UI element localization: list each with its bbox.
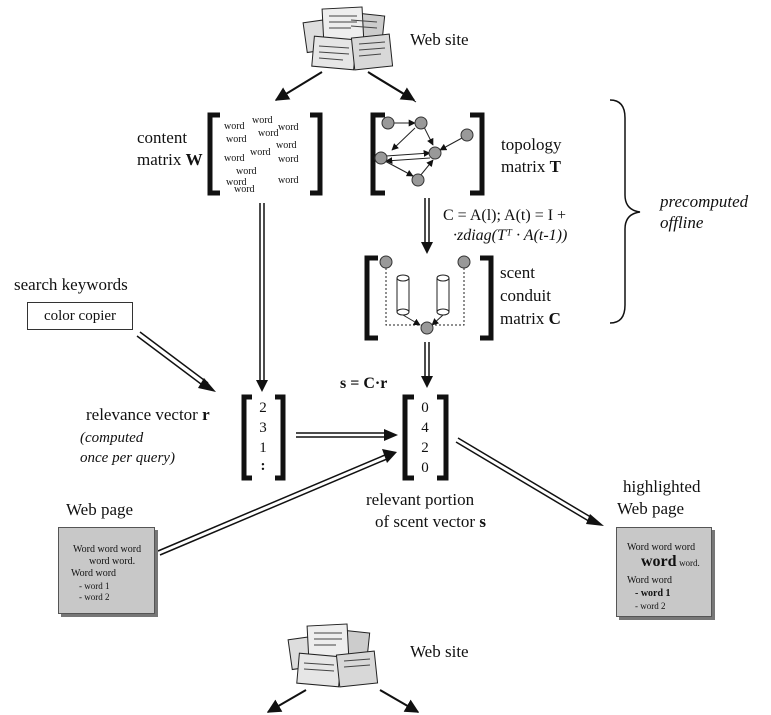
precomputed-brace [609,99,641,324]
highlighted-page-thumbnail: Word word word word word. Word word - wo… [616,527,712,617]
content-matrix-label-2: matrix W [137,150,203,169]
arrow-bottom-left [266,689,307,713]
web-page-title: Web page [66,500,134,519]
topology-label-1: topology [501,135,562,154]
content-matrix-label-1: content [137,128,188,147]
content-word: word [278,122,299,133]
scent-matrix-label-2: conduit [500,286,551,305]
scent-value: 0 [421,460,429,476]
web-page-thumbnail: Word word word word word. Word word - wo… [58,527,155,614]
scent-vector-label-2: of scent vector s [375,512,486,531]
topology-matrix-brackets [370,112,485,196]
website-bottom-icon [287,623,379,688]
highlighted-bullet: - word 2 [635,601,666,611]
content-matrix-symbol: W [185,150,203,169]
scent-value: 4 [421,420,429,436]
scent-vector-brackets [402,394,449,481]
top-site-label: Web site [410,30,469,49]
precomputed-label-1: precomputed [660,192,749,211]
content-word: word [226,134,247,145]
relevance-symbol: r [202,405,210,424]
relevance-value: 1 [259,440,267,456]
topology-label-2: matrix T [501,157,561,176]
scent-conduit-graphic [379,255,471,335]
web-page-line: - word 2 [79,592,110,602]
topology-graph [374,116,474,187]
highlighted-title-2: Web page [617,499,685,518]
arrow-bottom-right [379,689,420,713]
content-word: word [278,175,299,186]
relevance-value: 2 [259,400,267,416]
content-word: word [250,147,271,158]
search-query-box: color copier [27,302,133,330]
web-page-line: Word word [71,568,117,579]
web-page-line: Word word word [73,544,142,555]
scent-matrix-symbol: C [548,309,561,328]
content-matrix-brackets [207,112,323,196]
content-word: word [278,154,299,165]
bottom-site-label: Web site [410,642,469,661]
content-word: word [224,121,245,132]
relevance-note-1: (computed [80,430,144,446]
relevance-label: relevance vector r [86,405,210,424]
scent-vector-label-1: relevant portion [366,490,475,509]
arrow-webpage-to-s [157,449,397,556]
highlighted-title-1: highlighted [623,477,701,496]
scent-value: 2 [421,440,429,456]
highlighted-bullet: - word 1 [635,588,671,599]
arrow-scent-to-s [421,342,433,388]
highlighted-line: Word word word [627,542,696,553]
arrow-topology-to-scent [421,198,433,254]
formula-line-2: ·zdiag(Tᵀ · A(t-1)) [453,227,568,244]
arrow-content-to-r [256,203,268,392]
content-word: word [236,166,257,177]
content-word: word [258,128,279,139]
relevance-value: 3 [259,420,267,436]
highlighted-line: word word. [641,553,700,570]
arrow-s-to-highlighted [455,437,604,526]
scent-matrix-brackets [364,255,494,341]
web-page-line: - word 1 [79,581,110,591]
relevance-value: : [260,458,266,474]
arrow-r-to-s [296,429,398,441]
scent-vector-symbol: s [479,512,486,531]
precomputed-label-2: offline [660,213,704,232]
scent-value: 0 [421,400,429,416]
highlighted-big-tail: word. [679,558,700,568]
web-page-line: word word. [89,556,136,567]
highlighted-line: Word word [627,575,673,586]
arrow-site-to-topology [367,71,416,101]
website-top-icon [302,6,394,71]
highlighted-big-word: word [641,553,677,570]
content-word: word [234,184,255,195]
topology-symbol: T [549,157,561,176]
search-keywords-label: search keywords [14,275,128,294]
content-word: word [276,140,297,151]
relevance-note-2: once per query) [80,450,175,466]
arrow-site-to-content [274,71,323,101]
scent-equation: s = C·r [340,375,388,392]
content-word: word [224,153,245,164]
relevance-vector-brackets [241,394,286,481]
scent-matrix-label-1: scent [500,263,535,282]
arrow-keywords-to-r [136,331,216,392]
formula-line-1: C = A(l); A(t) = I + [443,207,567,224]
scent-matrix-label-3: matrix C [500,309,561,328]
content-word: word [226,177,247,188]
content-word: word [252,115,273,126]
